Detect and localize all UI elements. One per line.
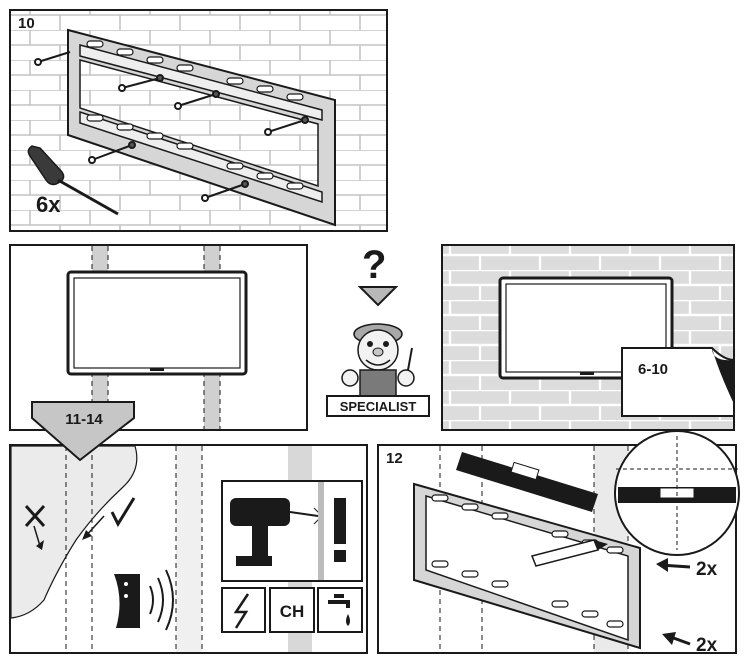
exclamation-icon — [334, 498, 346, 562]
screwdriver-icon — [27, 145, 119, 216]
spirit-level-icon — [456, 452, 598, 512]
ch-hazard-box — [269, 587, 315, 633]
panel-step-12: 2x 2x 12 — [377, 430, 740, 656]
specialist-section: ? SPECIALIST — [326, 243, 430, 417]
hazard-icons: CH — [221, 587, 363, 633]
screw-3 — [174, 90, 220, 110]
screw-5 — [88, 141, 136, 164]
panel-detect-hazards: CH — [9, 444, 368, 654]
step-number: 10 — [18, 15, 35, 32]
specialist-label: SPECIALIST — [340, 399, 417, 414]
level-magnifier — [614, 430, 740, 556]
specialist-mascot-icon — [341, 323, 415, 397]
tv-screen-brick — [498, 276, 674, 380]
plaster-area — [10, 445, 138, 619]
screw-2 — [118, 74, 164, 92]
drill-warning-box — [221, 480, 363, 582]
water-tap-icon — [328, 594, 350, 626]
screw-count-top: 2x — [696, 559, 718, 580]
down-arrow-icon — [357, 286, 399, 307]
screw-6 — [201, 180, 249, 202]
question-mark: ? — [362, 243, 386, 287]
electricity-icon — [233, 593, 250, 629]
page-reference-icon: 6-10 — [621, 347, 735, 417]
pencil-icon — [530, 539, 608, 567]
wrong-mark-icon — [24, 504, 46, 550]
tv-screen — [66, 270, 248, 376]
screw-1 — [34, 51, 71, 66]
screws — [34, 51, 309, 202]
screw-count: 6x — [36, 192, 61, 217]
ch-label: CH — [280, 602, 305, 621]
screw-4 — [264, 116, 309, 136]
specialist-badge: SPECIALIST — [326, 395, 430, 417]
panel-stud-wall — [9, 244, 308, 431]
steps-range-arrow: 11-14 — [31, 401, 135, 462]
screw-count-bottom: 2x — [696, 635, 718, 656]
wall-bracket — [67, 28, 336, 227]
arrow-bottom-icon — [662, 632, 691, 646]
correct-mark-icon — [82, 497, 136, 540]
panel-brick-wall: 6-10 — [441, 244, 735, 431]
arrow-top-icon — [656, 558, 691, 572]
steps-range-label: 11-14 — [65, 411, 103, 428]
page-reference: 6-10 — [638, 361, 668, 378]
wall-bracket-level — [413, 482, 641, 650]
step-number-12: 12 — [386, 450, 403, 467]
stud-finder-icon — [114, 569, 174, 631]
electricity-hazard-box — [221, 587, 266, 633]
panel-step-10: 10 6x — [9, 9, 388, 232]
drill-icon — [230, 498, 323, 566]
